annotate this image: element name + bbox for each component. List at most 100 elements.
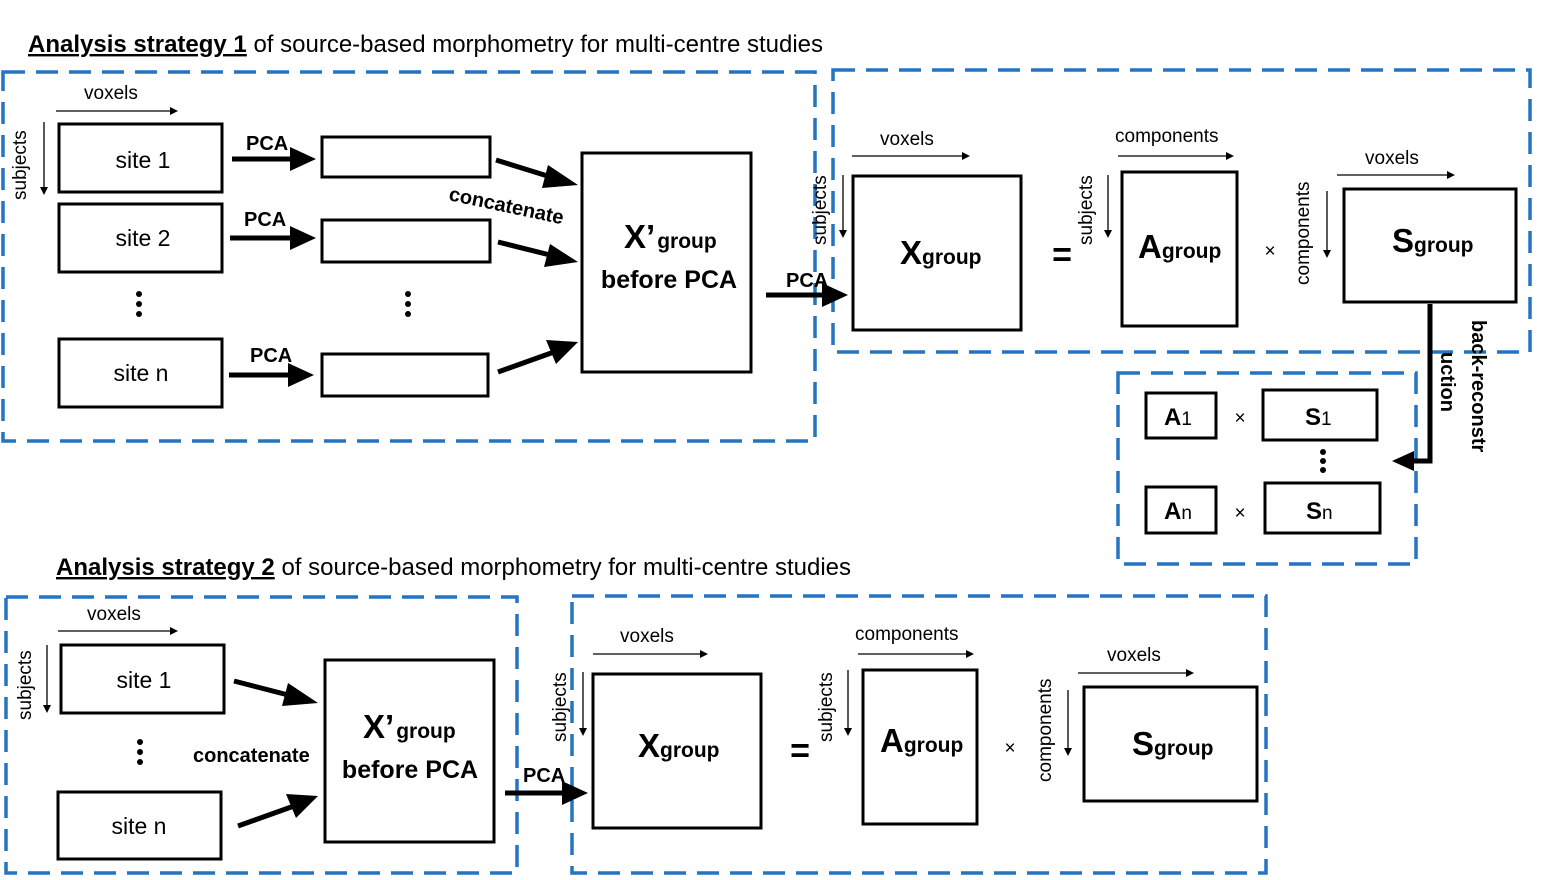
s1-site-1-label: site 1 (116, 147, 171, 173)
s1-reduced-box-n (320, 352, 490, 398)
s1-xgroup-label: Xgroup (900, 234, 982, 271)
s1-pca-arrow-1-head (290, 147, 316, 171)
s2-a-subjects-label: subjects (816, 672, 837, 742)
s2-x-voxels-axis-head (700, 650, 708, 658)
s1-pca-arrow-2-head (290, 226, 316, 250)
strategy-2-title: Analysis strategy 2 of source-based morp… (56, 554, 851, 581)
s2-a-subjects-axis-head (844, 728, 852, 736)
s1-backrecon-arrow-head (1392, 451, 1414, 471)
s2-s-components-label: components (1035, 678, 1056, 782)
s2-left-panel (4, 595, 519, 875)
s1-concat-arrow-1 (495, 157, 555, 181)
s2-concat-arrow-1-head (282, 683, 318, 706)
s2-pca-arrow-head (562, 781, 588, 805)
s1-an-label: An (1164, 498, 1192, 525)
s1-left-panel (1, 70, 817, 443)
s2-sgroup-label: Sgroup (1132, 725, 1214, 762)
strategy-2-title-rest: of source-based morphometry for multi-ce… (275, 554, 851, 581)
s1-site-1-box (57, 122, 224, 194)
s1-s-voxels-axis-head (1447, 171, 1455, 179)
s1-pca-arrow-n-head (288, 363, 314, 387)
strategy-2-title-bold: Analysis strategy 2 (56, 554, 275, 581)
s2-right-panel (570, 594, 1268, 875)
s2-sgroup-box (1082, 685, 1259, 803)
s1-concat-arrow-n (497, 349, 555, 375)
s1-backrecon-arrow (1412, 304, 1433, 464)
s1-times: × (1264, 241, 1275, 262)
strategy-1-title-bold: Analysis strategy 1 (28, 31, 247, 58)
s2-concat-arrow-n-head (286, 794, 318, 818)
s1-reduced-box-1 (320, 135, 492, 179)
s1-times-1: × (1234, 408, 1245, 429)
s2-x-subjects-axis-head (579, 728, 587, 736)
s1-sgroup-label: Sgroup (1392, 222, 1474, 259)
s1-a1-label: A1 (1164, 404, 1192, 431)
s1-sn-box (1263, 481, 1382, 535)
s2-xgroup-label: Xgroup (638, 727, 720, 764)
s2-xprime-box (323, 658, 496, 844)
s1-xprime-label: X’group (624, 218, 717, 255)
s2-s-voxels-label: voxels (1107, 645, 1161, 666)
s2-site-ellipsis (137, 739, 143, 765)
s2-times: × (1004, 738, 1015, 759)
s2-voxels-label: voxels (87, 604, 141, 625)
s2-agroup-label: Agroup (880, 722, 963, 759)
s1-a-subjects-label: subjects (1076, 175, 1097, 245)
s2-a-components-label: components (855, 624, 959, 645)
s1-concat-arrow-n-head (546, 340, 578, 364)
s1-x-subjects-axis-head (839, 230, 847, 238)
s1-pca-label-2: PCA (244, 209, 286, 231)
s1-site-n-box (57, 337, 224, 409)
s2-pca-label: PCA (523, 765, 565, 787)
s1-reduced-box-2 (320, 218, 492, 264)
s1-s1-label: S1 (1305, 404, 1332, 431)
s1-backrecon-label-1: back-reconstr (1467, 320, 1489, 452)
s1-right-panel (831, 68, 1532, 354)
s1-times-n: × (1234, 503, 1245, 524)
s1-site-n-label: site n (114, 360, 169, 386)
s1-a1-box (1144, 391, 1218, 440)
s1-xprime-box (580, 151, 753, 374)
s1-agroup-label: Agroup (1138, 228, 1221, 265)
strategy-2: Analysis strategy 2 of source-based morp… (4, 554, 1268, 875)
s1-s-voxels-label: voxels (1365, 148, 1419, 169)
strategy-1: Analysis strategy 1 of source-based morp… (1, 31, 1532, 566)
s2-concat-arrow-n (237, 803, 295, 829)
s1-site-2-box (57, 202, 224, 274)
s2-subjects-label: subjects (15, 650, 36, 720)
s2-s-components-axis-head (1064, 748, 1072, 756)
s1-x-subjects-label: subjects (810, 175, 831, 245)
s2-a-components-axis-head (966, 650, 974, 658)
s2-x-subjects-label: subjects (550, 672, 571, 742)
s1-pca-label-group: PCA (786, 270, 828, 292)
s1-component-ellipsis (1320, 449, 1326, 473)
s2-s-voxels-axis-head (1186, 669, 1194, 677)
s2-site-n-box (56, 790, 223, 861)
s1-backrecon-label-2: uction (1436, 352, 1458, 412)
s1-x-voxels-axis-head (962, 152, 970, 160)
s1-site-ellipsis (136, 291, 142, 317)
s1-a-components-label: components (1115, 126, 1219, 147)
s2-equals: = (790, 732, 810, 770)
s2-site-n-label: site n (112, 813, 167, 839)
s1-equals: = (1052, 236, 1072, 274)
s2-agroup-box (861, 668, 979, 826)
s1-a-components-axis-head (1226, 152, 1234, 160)
s2-concat-arrow-1 (233, 678, 293, 699)
s1-an-box (1144, 485, 1218, 535)
s2-subjects-axis-head (43, 705, 51, 713)
s1-voxels-axis-head (170, 107, 178, 115)
s1-xgroup-box (851, 174, 1023, 332)
s1-voxels-label: voxels (84, 83, 138, 104)
s1-concat-arrow-2 (497, 239, 555, 259)
s1-subjects-axis-head (40, 187, 48, 195)
s1-reduced-ellipsis (405, 291, 411, 317)
s2-voxels-axis-head (170, 627, 178, 635)
s1-pca-label-1: PCA (246, 133, 288, 155)
s1-agroup-box (1120, 170, 1239, 328)
s2-concatenate-label: concatenate (193, 745, 310, 767)
s2-xgroup-box (591, 672, 763, 830)
s1-subjects-label: subjects (10, 130, 31, 200)
s2-site-1-label: site 1 (117, 667, 172, 693)
s1-sgroup-box (1342, 187, 1518, 304)
